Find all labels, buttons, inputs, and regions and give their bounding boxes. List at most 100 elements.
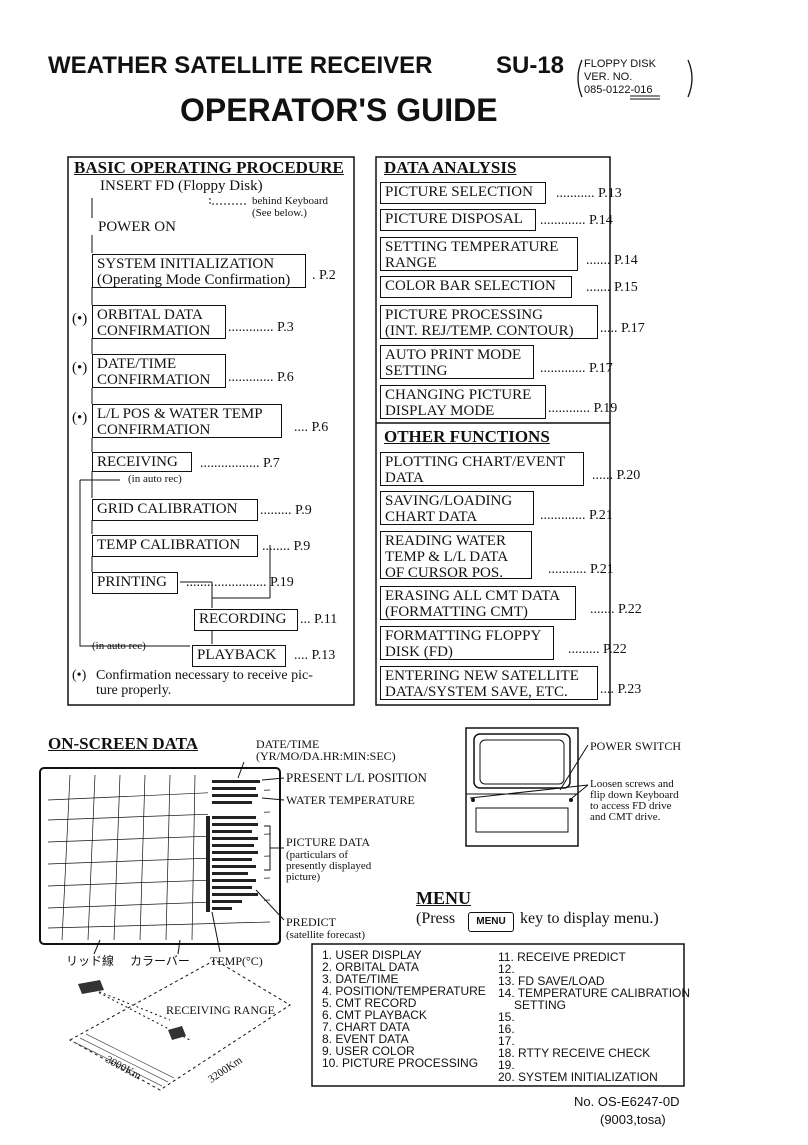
analysis-item-picture-selection: PICTURE SELECTION: [380, 182, 546, 204]
water-temp-label: WATER TEMPERATURE: [286, 793, 415, 807]
grid-label: GRID CALIBRATION: [97, 501, 238, 517]
menu-item: 14. TEMPERATURE CALIBRATION: [498, 986, 691, 1000]
grid-line-label: リッド線: [66, 954, 115, 968]
other-item-label: FORMATTING FLOPPY: [385, 628, 542, 644]
analysis-item-label: SETTING TEMPERATURE: [385, 239, 559, 255]
menu-item: 2. ORBITAL DATA: [322, 960, 419, 974]
analysis-item-page: ....... P.14: [586, 253, 638, 268]
analysis-item-auto-print: AUTO PRINT MODE SETTING: [380, 345, 534, 379]
recording-label: RECORDING: [199, 611, 287, 627]
analysis-item-label2: (INT. REJ/TEMP. CONTOUR): [385, 323, 574, 339]
recording-page-ref: ... P.11: [300, 612, 338, 627]
in-auto-rec-label: (in auto rec): [92, 640, 146, 652]
power-on-step: POWER ON: [98, 219, 176, 235]
analysis-item-picture-disposal: PICTURE DISPOSAL: [380, 209, 536, 231]
predict-note: (satellite forecast): [286, 929, 366, 941]
sysinit-page-ref: . P.2: [312, 268, 336, 283]
receiving-page-ref: ................. P.7: [200, 456, 280, 471]
other-item-page: ............. P.21: [540, 508, 613, 523]
behind-keyboard-note: behind Keyboard: [252, 195, 329, 207]
temp-unit-label: TEMP(°C): [210, 954, 263, 968]
datetime-format: (YR/MO/DA.HR:MIN:SEC): [256, 749, 396, 763]
other-item-new-satellite: ENTERING NEW SATELLITE DATA/SYSTEM SAVE,…: [380, 666, 598, 700]
printing-label: PRINTING: [97, 574, 167, 590]
present-ll-label: PRESENT L/L POSITION: [286, 770, 427, 785]
device-note-line1: Loosen screws and: [590, 778, 674, 790]
playback-box: PLAYBACK: [192, 645, 286, 667]
other-item-plotting-chart: PLOTTING CHART/EVENT DATA: [380, 452, 584, 486]
floppy-label: FLOPPY DISK: [584, 58, 656, 70]
ll-pos-water-temp-box: L/L POS & WATER TEMP CONFIRMATION: [92, 404, 282, 438]
menu-item: 10. PICTURE PROCESSING: [322, 1056, 479, 1070]
header-title: WEATHER SATELLITE RECEIVER: [48, 52, 433, 79]
menu-item: 3. DATE/TIME: [322, 972, 399, 986]
analysis-item-temperature-range: SETTING TEMPERATURE RANGE: [380, 237, 578, 271]
insert-fd-step: INSERT FD (Floppy Disk): [100, 178, 263, 194]
receiving-range-label: RECEIVING RANGE: [166, 1003, 275, 1017]
orbital-line2: CONFIRMATION: [97, 323, 211, 339]
other-item-label2: DATA/SYSTEM SAVE, ETC.: [385, 684, 568, 700]
menu-press-text: (Press: [416, 910, 456, 927]
menu-item: 12.: [498, 962, 515, 976]
menu-key: MENU: [468, 912, 514, 932]
orbital-page-ref: ............. P.3: [228, 320, 294, 335]
playback-label: PLAYBACK: [197, 647, 277, 663]
device-note-line2: flip down Keyboard: [590, 789, 679, 801]
menu-item: 20. SYSTEM INITIALIZATION: [498, 1070, 658, 1084]
analysis-item-label: PICTURE DISPOSAL: [385, 211, 523, 227]
menu-item: 15.: [498, 1010, 515, 1024]
menu-item: 13. FD SAVE/LOAD: [498, 974, 605, 988]
analysis-item-page: ..... P.17: [600, 321, 645, 336]
in-auto-rec-label: (in auto rec): [128, 473, 182, 485]
menu-item: 1. USER DISPLAY: [322, 948, 422, 962]
other-item-label2: TEMP & L/L DATA: [385, 549, 509, 565]
confirm-marker: (•): [72, 410, 88, 426]
other-item-label2: DATA: [385, 470, 424, 486]
see-below-note: (See below.): [252, 207, 307, 219]
version-number: 085-0122-016: [584, 84, 653, 96]
analysis-item-page: ............. P.14: [540, 213, 613, 228]
analysis-item-picture-processing: PICTURE PROCESSING (INT. REJ/TEMP. CONTO…: [380, 305, 598, 339]
orbital-line1: ORBITAL DATA: [97, 307, 203, 323]
date-time-box: DATE/TIME CONFIRMATION: [92, 354, 226, 388]
menu-item: 17.: [498, 1034, 515, 1048]
system-initialization-box: SYSTEM INITIALIZATION (Operating Mode Co…: [92, 254, 306, 288]
menu-item: 8. EVENT DATA: [322, 1032, 409, 1046]
color-bar-label: カラーバー: [130, 954, 190, 968]
picture-data-label: PICTURE DATA: [286, 835, 371, 849]
grid-page-ref: ......... P.9: [260, 503, 312, 518]
confirmation-note-line2: ture properly.: [96, 683, 172, 698]
menu-item: 18. RTTY RECEIVE CHECK: [498, 1046, 651, 1060]
other-item-page: ......... P.22: [568, 642, 627, 657]
confirm-marker: (•): [72, 311, 88, 327]
temp-label: TEMP CALIBRATION: [97, 537, 241, 553]
predict-label: PREDICT: [286, 915, 337, 929]
document-code: (9003,tosa): [600, 1112, 666, 1127]
menu-item: 6. CMT PLAYBACK: [322, 1008, 427, 1022]
other-item-erasing-cmt: ERASING ALL CMT DATA (FORMATTING CMT): [380, 586, 576, 620]
analysis-item-label2: RANGE: [385, 255, 437, 271]
date-line1: DATE/TIME: [97, 356, 177, 372]
other-item-page: .... P.23: [600, 682, 642, 697]
other-item-label: READING WATER: [385, 533, 506, 549]
ll-line2: CONFIRMATION: [97, 422, 211, 438]
analysis-item-display-mode: CHANGING PICTURE DISPLAY MODE: [380, 385, 546, 419]
other-item-formatting-floppy: FORMATTING FLOPPY DISK (FD): [380, 626, 554, 660]
menu-item: SETTING: [514, 998, 567, 1012]
other-item-label: ENTERING NEW SATELLITE: [385, 668, 579, 684]
analysis-item-label: COLOR BAR SELECTION: [385, 278, 556, 294]
receiving-label: RECEIVING: [97, 454, 178, 470]
menu-item: 4. POSITION/TEMPERATURE: [322, 984, 486, 998]
model-number: SU-18: [496, 52, 565, 79]
menu-item: 5. CMT RECORD: [322, 996, 417, 1010]
menu-list-left: 1. USER DISPLAY 2. ORBITAL DATA 3. DATE/…: [322, 949, 486, 1069]
other-item-label3: OF CURSOR POS.: [385, 565, 503, 581]
other-item-page: ....... P.22: [590, 602, 642, 617]
other-item-label: ERASING ALL CMT DATA: [385, 588, 561, 604]
note-marker: (•): [72, 668, 87, 683]
menu-item: 16.: [498, 1022, 515, 1036]
printing-page-ref: ....................... P.19: [186, 575, 294, 590]
receiving-box: RECEIVING: [92, 452, 192, 472]
printing-box: PRINTING: [92, 572, 178, 594]
picture-data-note3: picture): [286, 871, 321, 883]
